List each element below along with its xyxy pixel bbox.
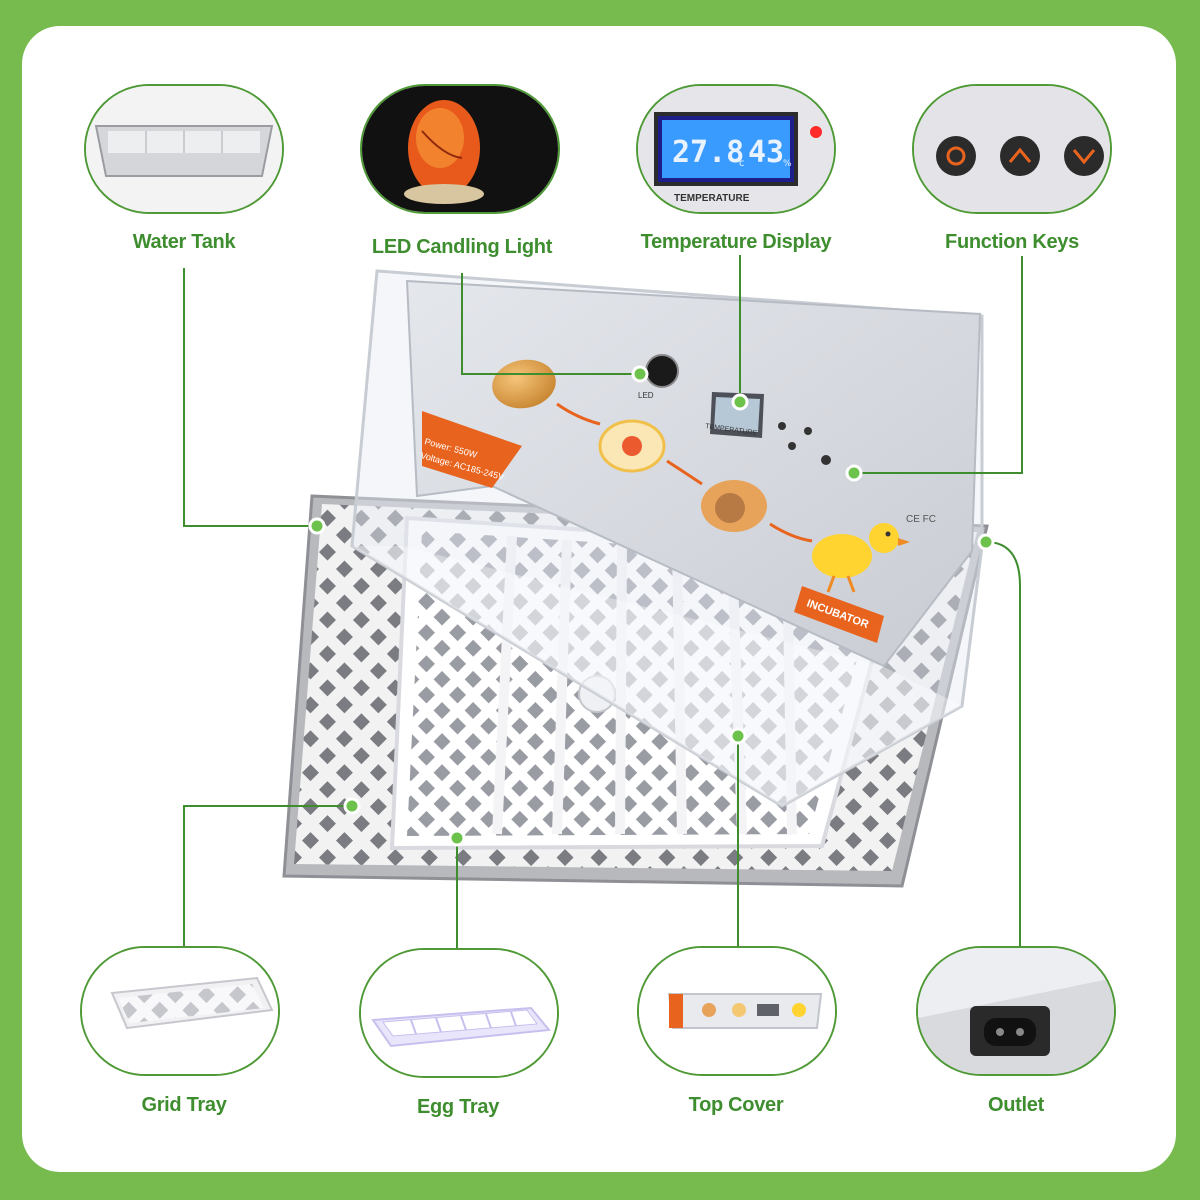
lcd-display-icon: 27.8 °c 43 % TEMPERATURE	[638, 86, 834, 212]
diagram-frame: Power: 550W Voltage: AC185-245V	[22, 26, 1176, 1172]
egg-stage-1-icon	[492, 359, 556, 409]
display-temp-unit: °c	[734, 158, 745, 169]
outlet-icon	[918, 948, 1114, 1074]
chevron-up-icon	[1000, 136, 1040, 176]
egg-tray-callout	[359, 948, 559, 1078]
display-humidity-unit: %	[783, 159, 792, 169]
chevron-down-icon	[1064, 136, 1104, 176]
control-panel: Power: 550W Voltage: AC185-245V	[405, 279, 982, 668]
top-cover-callout	[637, 946, 837, 1076]
function-keys-label: Function Keys	[945, 231, 1079, 253]
leader-lines	[183, 255, 1023, 956]
grid-tray-icon	[82, 948, 278, 1074]
display-panel-label: TEMPERATURE	[674, 193, 750, 204]
function-keys-icon	[914, 86, 1110, 212]
top-cover-icon	[639, 948, 835, 1074]
chick-icon	[812, 523, 910, 593]
power-socket-icon	[970, 1006, 1050, 1056]
egg-tray-label: Egg Tray	[416, 1096, 500, 1118]
outlet-label: Outlet	[988, 1094, 1044, 1116]
water-tank-callout	[84, 84, 284, 214]
display-temperature: 27.8	[672, 135, 744, 170]
outlet-callout	[916, 946, 1116, 1076]
display-humidity: 43	[748, 135, 784, 170]
gear-icon	[936, 136, 976, 176]
temperature-display-label: Temperature Display	[640, 231, 832, 253]
egg-tray-icon	[361, 950, 557, 1076]
candling-egg-icon	[362, 86, 558, 212]
function-keys-callout	[912, 84, 1112, 214]
led-panel-label: LED	[638, 391, 654, 400]
led-candling-light-label: LED Candling Light	[371, 236, 553, 258]
incubator-illustration: Power: 550W Voltage: AC185-245V	[183, 255, 1023, 956]
water-tank-label: Water Tank	[132, 231, 236, 253]
cert-marks: CE FC	[906, 514, 936, 525]
leader-dots	[308, 365, 995, 847]
top-cover-label: Top Cover	[688, 1094, 784, 1116]
led-light-port	[645, 354, 679, 388]
led-candling-light-callout	[360, 84, 560, 214]
grid-tray-callout	[80, 946, 280, 1076]
water-tank-icon	[86, 86, 282, 212]
grid-tray-label: Grid Tray	[141, 1094, 227, 1116]
temperature-display-callout: 27.8 °c 43 % TEMPERATURE	[636, 84, 836, 214]
